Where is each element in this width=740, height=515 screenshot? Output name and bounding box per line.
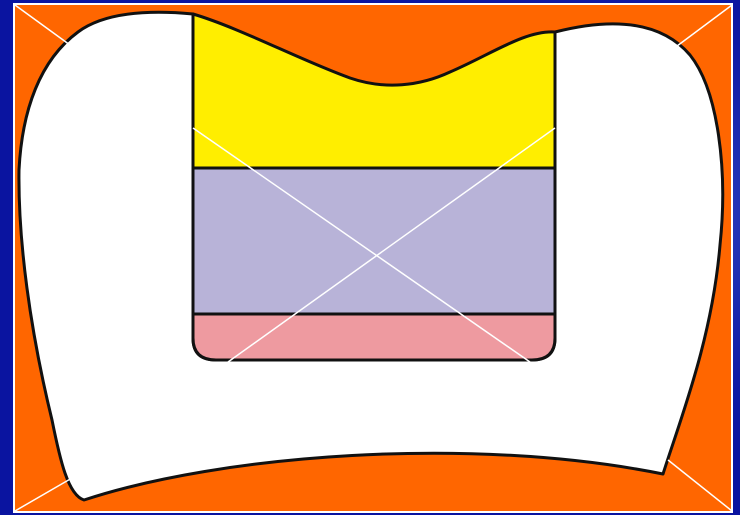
cavity-bottom-layer bbox=[193, 314, 555, 360]
cavity-middle-layer bbox=[193, 168, 555, 314]
